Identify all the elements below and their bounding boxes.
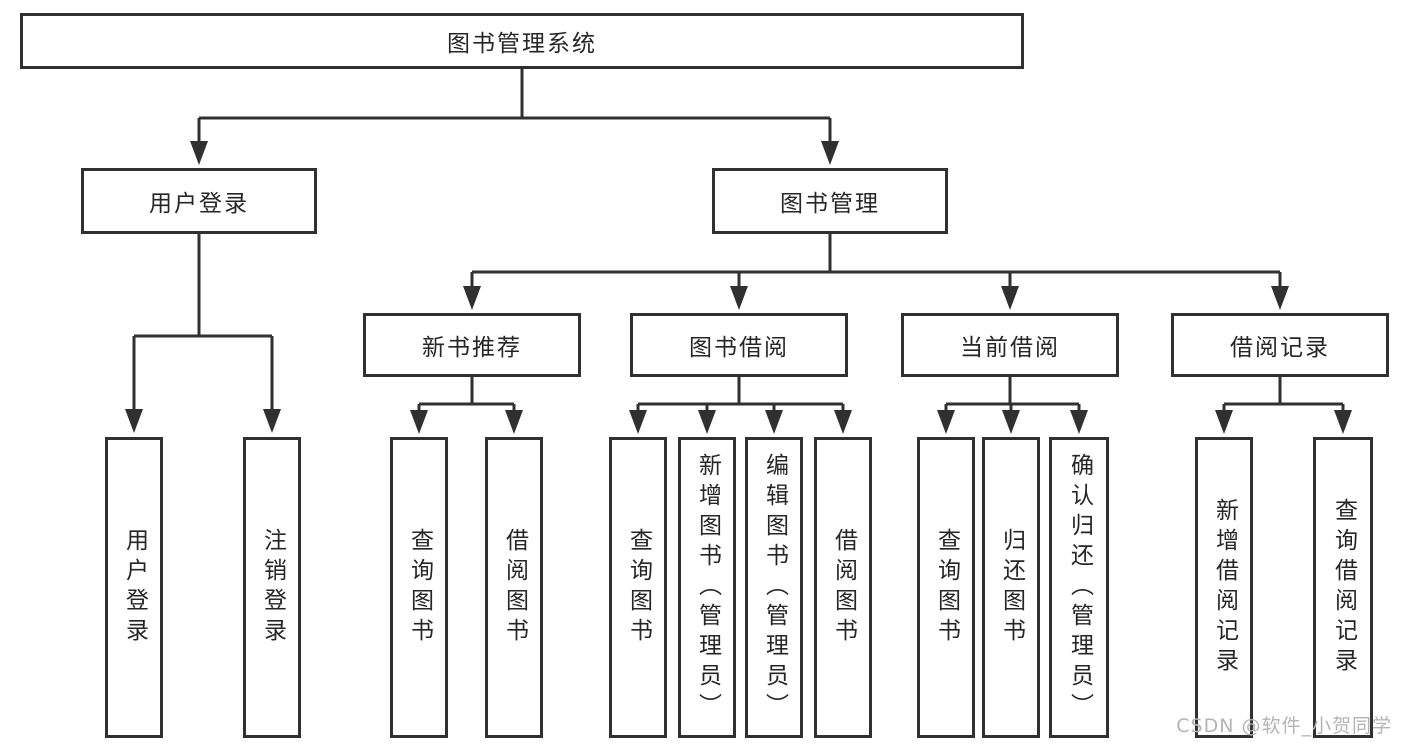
connector-new-book-rec-to-leaves — [417, 377, 516, 411]
arrowheads-root-to-level2 — [190, 141, 839, 165]
arrowheads-new-book-rec — [410, 410, 523, 434]
connector-root-to-level2 — [197, 69, 832, 142]
node-current-borrowing: 当前借阅 — [901, 313, 1119, 377]
connector-book-borrow-to-leaves — [636, 377, 845, 411]
node-new-book-recommendation: 新书推荐 — [363, 313, 581, 377]
node-user-login: 用户登录 — [81, 168, 317, 234]
arrowheads-book-borrow — [629, 410, 852, 434]
leaf-edit-books-admin: 编辑图书（管理员） — [745, 437, 803, 738]
leaf-newbook-borrow-books: 借阅图书 — [485, 437, 543, 738]
arrowheads-borrow-records — [1215, 410, 1352, 434]
leaf-current-query-books: 查询图书 — [917, 437, 975, 738]
arrowheads-current-borrow — [937, 410, 1088, 434]
leaf-logout: 注销登录 — [243, 437, 301, 738]
leaf-borrow-books: 借阅图书 — [814, 437, 872, 738]
leaf-query-borrow-record: 查询借阅记录 — [1313, 437, 1373, 738]
leaf-add-borrow-record: 新增借阅记录 — [1195, 437, 1253, 738]
leaf-return-books: 归还图书 — [982, 437, 1040, 738]
leaf-newbook-query-books: 查询图书 — [390, 437, 448, 738]
leaf-confirm-return-admin: 确认归还（管理员） — [1049, 437, 1109, 738]
arrowheads-user-login — [125, 409, 281, 433]
node-root: 图书管理系统 — [20, 13, 1024, 69]
leaf-add-books-admin: 新增图书（管理员） — [678, 437, 736, 738]
leaf-user-login: 用户登录 — [105, 437, 163, 738]
connector-user-login-to-leaves — [132, 234, 274, 409]
arrowheads-book-management — [463, 286, 1289, 310]
csdn-watermark: CSDN @软件_小贺同学 — [1176, 715, 1392, 737]
node-book-management: 图书管理 — [712, 168, 948, 234]
leaf-borrowing-query-books: 查询图书 — [609, 437, 667, 738]
connector-book-management-to-level3 — [470, 234, 1282, 287]
connector-current-borrow-to-leaves — [944, 377, 1081, 411]
connector-borrow-records-to-leaves — [1222, 377, 1345, 411]
node-book-borrowing: 图书借阅 — [630, 313, 848, 377]
node-borrowing-records: 借阅记录 — [1171, 313, 1389, 377]
